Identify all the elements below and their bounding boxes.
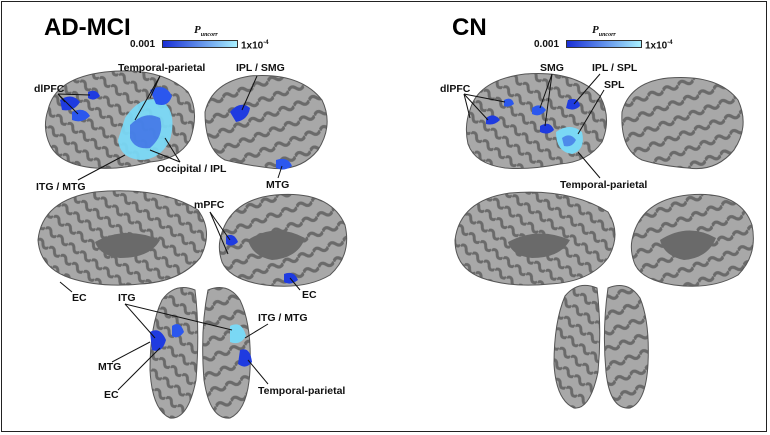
admci-medial-left-brain bbox=[37, 190, 207, 286]
cn-ventral-brain bbox=[553, 284, 649, 409]
admci-medial-right-brain bbox=[218, 193, 348, 287]
label-temporal-parietal-cn: Temporal-parietal bbox=[560, 179, 648, 191]
label-dlpfc-admci: dlPFC bbox=[34, 83, 65, 95]
label-spl: SPL bbox=[604, 79, 625, 91]
label-itg-bottom: ITG bbox=[118, 292, 136, 304]
label-ipl-smg: IPL / SMG bbox=[236, 62, 285, 74]
label-mpfc: mPFC bbox=[194, 199, 225, 211]
admci-colorbar-max: 1x10-4 bbox=[241, 40, 269, 52]
label-itg-mtg-bottom: ITG / MTG bbox=[258, 312, 308, 324]
cn-activation-clusters bbox=[486, 98, 583, 154]
admci-activation-clusters bbox=[60, 87, 298, 367]
cn-leader-lines bbox=[463, 73, 605, 179]
label-temporal-parietal-admci: Temporal-parietal bbox=[118, 62, 206, 74]
label-ec-bottom: EC bbox=[104, 389, 119, 401]
cn-colorbar-min: 0.001 bbox=[534, 39, 560, 50]
cn-medial-right-brain bbox=[630, 193, 754, 287]
cn-title: CN bbox=[452, 14, 487, 41]
admci-lateral-right-brain bbox=[204, 75, 328, 170]
admci-colorbar bbox=[162, 40, 238, 48]
cn-lateral-right-brain bbox=[621, 76, 744, 170]
admci-ventral-brain bbox=[149, 287, 251, 419]
admci-title: AD-MCI bbox=[44, 14, 131, 41]
label-itg-mtg: ITG / MTG bbox=[36, 181, 86, 193]
label-mtg: MTG bbox=[266, 179, 290, 191]
label-smg: SMG bbox=[540, 62, 564, 74]
label-occipital-ipl: Occipital / IPL bbox=[157, 163, 227, 175]
admci-colorbar-min: 0.001 bbox=[130, 39, 156, 50]
cn-colorbar-max: 1x10-4 bbox=[645, 40, 673, 52]
cn-medial-left-brain bbox=[454, 191, 616, 286]
label-temporal-parietal-bottom: Temporal-parietal bbox=[258, 385, 346, 397]
label-mtg-bottom: MTG bbox=[98, 361, 122, 373]
admci-colorbar-symbol: Puncorr bbox=[194, 24, 218, 39]
cn-colorbar-symbol: Puncorr bbox=[592, 24, 616, 39]
label-ec-right: EC bbox=[302, 289, 317, 301]
label-dlpfc-cn: dlPFC bbox=[440, 83, 471, 95]
admci-leader-lines bbox=[57, 75, 301, 391]
cn-colorbar bbox=[566, 40, 642, 48]
label-ipl-spl: IPL / SPL bbox=[592, 62, 638, 74]
label-ec-left: EC bbox=[72, 292, 87, 304]
